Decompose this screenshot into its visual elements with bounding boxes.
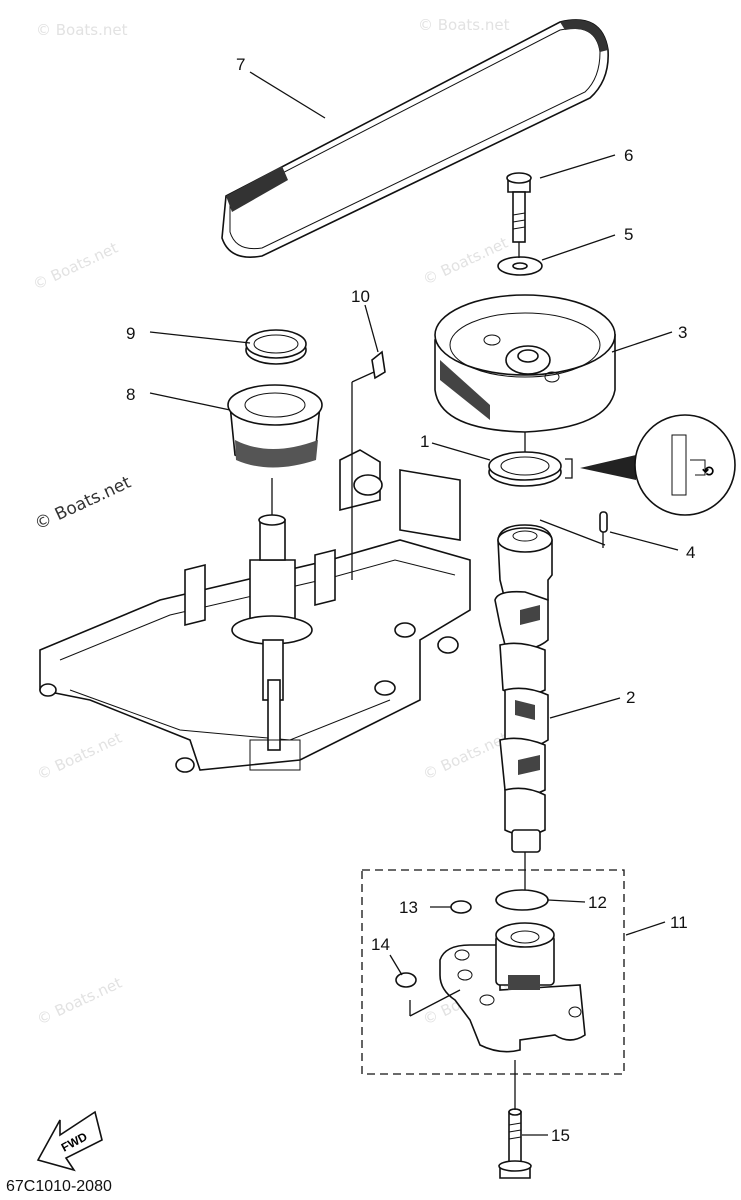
label-12: 12 — [588, 893, 607, 912]
label-10: 10 — [351, 287, 370, 306]
label-11: 11 — [670, 913, 688, 932]
key-part-10 — [371, 350, 386, 380]
label-13: 13 — [399, 898, 418, 917]
svg-text:⟲: ⟲ — [702, 463, 714, 479]
watermark-dark: © Boats.net — [32, 472, 135, 534]
assembly-lines — [271, 242, 606, 1110]
label-15: 15 — [551, 1126, 570, 1145]
label-2: 2 — [626, 688, 635, 707]
dowel-pin-part-4 — [599, 511, 608, 533]
watermark-1: © Boats.net — [36, 21, 128, 39]
sleeve-part-8 — [227, 384, 323, 468]
leader-lines — [149, 71, 679, 1136]
label-3: 3 — [678, 323, 687, 342]
watermark-7: © Boats.net — [34, 974, 125, 1029]
o-ring-part-13 — [450, 900, 472, 914]
drawing-code: 67C1010-2080 — [6, 1178, 112, 1195]
label-6: 6 — [624, 146, 633, 165]
watermark-6: © Boats.net — [420, 729, 511, 784]
watermark-5: © Boats.net — [34, 729, 125, 784]
oil-pump-body — [439, 922, 586, 1053]
camshaft-part-2 — [494, 524, 553, 853]
oil-seal-part-1 — [488, 451, 562, 487]
bolt-part-6 — [506, 172, 532, 243]
label-14: 14 — [371, 935, 390, 954]
timing-belt-part-7 — [221, 19, 609, 258]
cylinder-block — [39, 449, 471, 773]
seal-detail-inset: ⟲ — [565, 414, 736, 516]
part-labels: 7 6 5 3 1 9 8 10 4 2 12 13 14 11 15 67C1… — [6, 55, 695, 1195]
label-7: 7 — [236, 55, 245, 74]
camshaft-pulley-part-3 — [434, 294, 616, 433]
label-8: 8 — [126, 385, 135, 404]
seal-ring-part-9 — [245, 329, 307, 365]
label-1: 1 — [420, 432, 429, 451]
oil-pump-group-box — [361, 869, 625, 1075]
bolt-part-15 — [498, 1108, 532, 1179]
label-4: 4 — [686, 543, 695, 562]
o-ring-part-12 — [495, 889, 549, 911]
watermark-2: © Boats.net — [418, 16, 510, 34]
fwd-arrow: FWD — [36, 1110, 103, 1172]
washer-part-5 — [497, 256, 543, 276]
label-9: 9 — [126, 324, 135, 343]
watermark-4: © Boats.net — [420, 234, 511, 289]
label-5: 5 — [624, 225, 633, 244]
watermark-3: © Boats.net — [30, 239, 121, 294]
o-ring-part-14 — [395, 972, 417, 988]
